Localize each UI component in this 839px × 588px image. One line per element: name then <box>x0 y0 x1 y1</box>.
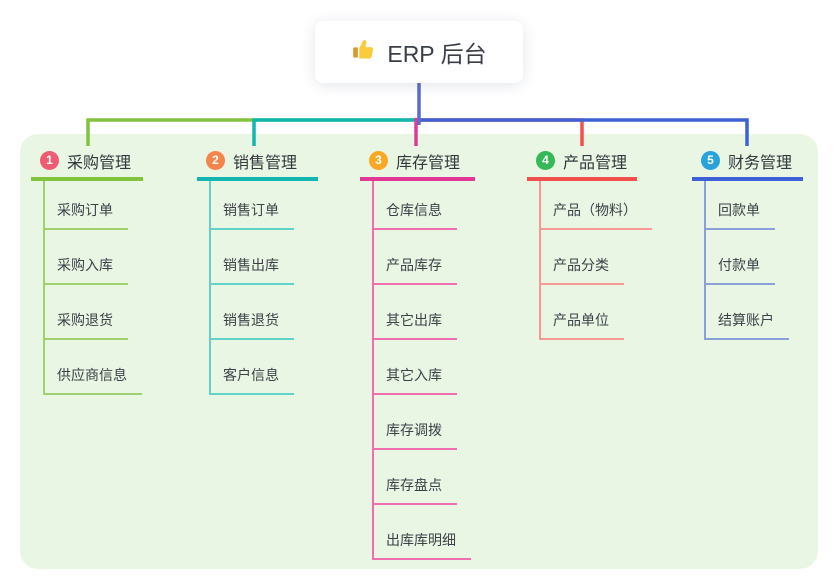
child-node[interactable]: 采购退货 <box>43 310 128 340</box>
thumbs-up-icon <box>351 36 377 68</box>
branch-children: 销售订单 销售出库 销售退货 客户信息 <box>197 175 318 395</box>
child-node[interactable]: 出库库明细 <box>372 530 471 560</box>
child-node[interactable]: 其它入库 <box>372 365 457 395</box>
branch-underline <box>197 177 318 181</box>
branch-children: 产品（物料） 产品分类 产品单位 <box>527 175 652 340</box>
branch-number-badge: 5 <box>701 151 720 170</box>
child-row: 库存调拨 <box>360 395 475 450</box>
branch-trunk-line <box>704 180 706 340</box>
child-node[interactable]: 仓库信息 <box>372 200 457 230</box>
branch-title: 销售管理 <box>233 154 298 172</box>
child-row: 产品（物料） <box>527 175 652 230</box>
child-row: 其它入库 <box>360 340 475 395</box>
branch-children: 回款单 付款单 结算账户 <box>692 175 803 340</box>
child-node[interactable]: 产品单位 <box>539 310 624 340</box>
child-row: 客户信息 <box>197 340 318 395</box>
child-row: 采购入库 <box>31 230 143 285</box>
branch-product: 4 产品管理 产品（物料） 产品分类 产品单位 <box>527 147 652 340</box>
branch-node[interactable]: 3 库存管理 <box>360 147 475 174</box>
root-node[interactable]: ERP 后台 <box>315 21 523 83</box>
child-row: 销售订单 <box>197 175 318 230</box>
branch-title: 采购管理 <box>67 154 132 172</box>
branch-underline <box>31 177 143 181</box>
child-node[interactable]: 客户信息 <box>209 365 294 395</box>
branch-underline <box>360 177 475 181</box>
child-node[interactable]: 回款单 <box>704 200 775 230</box>
child-node[interactable]: 供应商信息 <box>43 365 142 395</box>
child-row: 回款单 <box>692 175 803 230</box>
child-node[interactable]: 采购订单 <box>43 200 128 230</box>
child-row: 付款单 <box>692 230 803 285</box>
child-row: 出库库明细 <box>360 505 475 560</box>
branch-underline <box>527 177 637 181</box>
branch-number-badge: 3 <box>369 151 388 170</box>
child-row: 销售出库 <box>197 230 318 285</box>
branch-title: 财务管理 <box>728 154 793 172</box>
child-node[interactable]: 产品分类 <box>539 255 624 285</box>
child-row: 供应商信息 <box>31 340 143 395</box>
branch-underline <box>692 177 803 181</box>
child-node[interactable]: 产品库存 <box>372 255 457 285</box>
child-row: 库存盘点 <box>360 450 475 505</box>
child-node[interactable]: 产品（物料） <box>539 200 652 230</box>
child-node[interactable]: 销售订单 <box>209 200 294 230</box>
child-row: 结算账户 <box>692 285 803 340</box>
branch-trunk-line <box>372 180 374 560</box>
branch-node[interactable]: 1 采购管理 <box>31 147 143 174</box>
branch-node[interactable]: 2 销售管理 <box>197 147 318 174</box>
child-node[interactable]: 结算账户 <box>704 310 789 340</box>
branch-finance: 5 财务管理 回款单 付款单 结算账户 <box>692 147 803 340</box>
branch-children: 采购订单 采购入库 采购退货 供应商信息 <box>31 175 143 395</box>
child-row: 销售退货 <box>197 285 318 340</box>
child-node[interactable]: 其它出库 <box>372 310 457 340</box>
branch-inventory: 3 库存管理 仓库信息 产品库存 其它出库 其它入库 库存调拨 库存盘点 出库库… <box>360 147 475 560</box>
child-row: 产品分类 <box>527 230 637 285</box>
branch-children: 仓库信息 产品库存 其它出库 其它入库 库存调拨 库存盘点 出库库明细 <box>360 175 475 560</box>
child-row: 产品单位 <box>527 285 637 340</box>
branch-trunk-line <box>43 180 45 395</box>
child-row: 采购订单 <box>31 175 143 230</box>
branch-node[interactable]: 4 产品管理 <box>527 147 637 174</box>
branch-node[interactable]: 5 财务管理 <box>692 147 803 174</box>
child-row: 采购退货 <box>31 285 143 340</box>
branch-number-badge: 4 <box>536 151 555 170</box>
branch-number-badge: 1 <box>40 151 59 170</box>
child-node[interactable]: 销售出库 <box>209 255 294 285</box>
branches-background-panel <box>20 134 818 569</box>
child-node[interactable]: 库存盘点 <box>372 475 457 505</box>
branch-purchase: 1 采购管理 采购订单 采购入库 采购退货 供应商信息 <box>31 147 143 395</box>
child-node[interactable]: 采购入库 <box>43 255 128 285</box>
child-node[interactable]: 付款单 <box>704 255 775 285</box>
child-row: 产品库存 <box>360 230 475 285</box>
root-title: ERP 后台 <box>387 41 487 67</box>
branch-trunk-line <box>539 180 541 340</box>
branch-sales: 2 销售管理 销售订单 销售出库 销售退货 客户信息 <box>197 147 318 395</box>
branch-trunk-line <box>209 180 211 395</box>
child-row: 其它出库 <box>360 285 475 340</box>
child-node[interactable]: 销售退货 <box>209 310 294 340</box>
child-node[interactable]: 库存调拨 <box>372 420 457 450</box>
branch-title: 产品管理 <box>563 154 628 172</box>
child-row: 仓库信息 <box>360 175 475 230</box>
branch-title: 库存管理 <box>396 154 461 172</box>
branch-number-badge: 2 <box>206 151 225 170</box>
